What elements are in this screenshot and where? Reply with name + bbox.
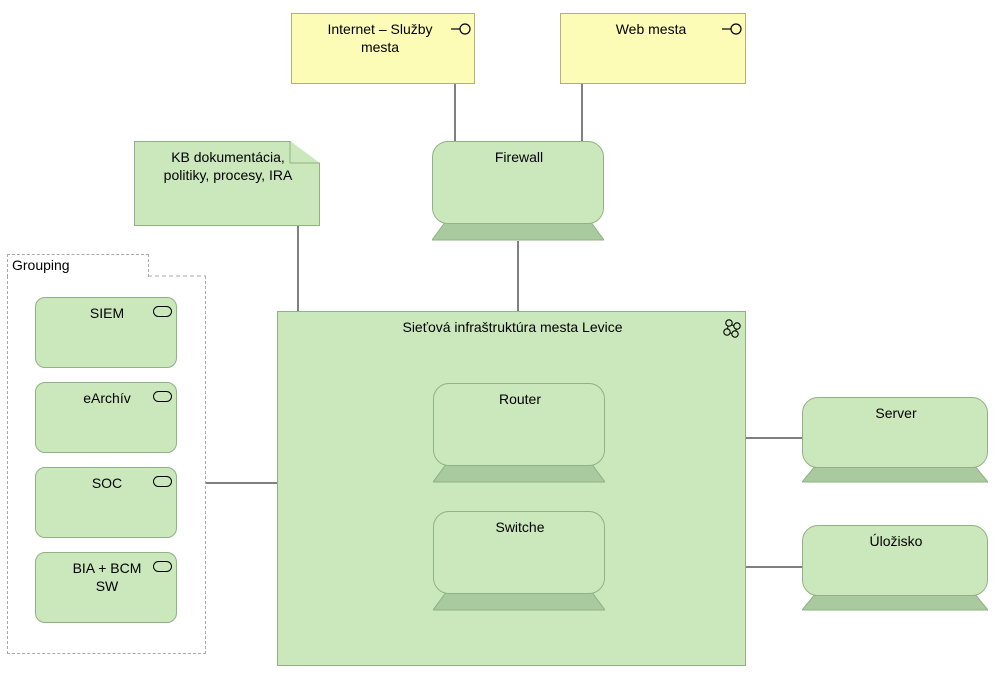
- network-infrastructure[interactable]: Sieťová infraštruktúra mesta Levice Rout…: [277, 311, 746, 666]
- device-server[interactable]: Server: [802, 397, 988, 483]
- service-soc[interactable]: SOC: [35, 467, 177, 538]
- device-switche-label: Switche: [495, 519, 545, 535]
- device-base: [433, 463, 605, 483]
- service-earchiv-label: eArchív: [83, 390, 131, 406]
- group-tab: Grouping: [7, 254, 149, 277]
- service-siem-label: SIEM: [89, 305, 125, 321]
- service-soc-label: SOC: [91, 475, 123, 491]
- device-firewall[interactable]: Firewall: [432, 141, 604, 241]
- application-service-icon: [153, 306, 172, 317]
- interface-icon: [451, 23, 471, 35]
- network-title: Sieťová infraštruktúra mesta Levice: [402, 319, 623, 335]
- application-service-icon: [153, 561, 172, 572]
- device-base: [433, 591, 605, 611]
- note-kb-documentation[interactable]: KB dokumentácia, politiky, procesy, IRA: [134, 141, 320, 226]
- interface-web-label: Web mesta: [615, 21, 687, 37]
- device-storage-screen: Úložisko: [802, 525, 988, 596]
- device-storage-label: Úložisko: [869, 533, 923, 549]
- application-service-icon: [153, 476, 172, 487]
- device-switche-screen: Switche: [433, 511, 605, 594]
- application-service-icon: [153, 391, 172, 402]
- device-base: [432, 221, 604, 241]
- service-siem[interactable]: SIEM: [35, 297, 177, 368]
- group-title: Grouping: [12, 257, 70, 273]
- device-switche[interactable]: Switche: [433, 511, 605, 611]
- group-container[interactable]: [7, 276, 206, 654]
- device-router[interactable]: Router: [433, 383, 605, 483]
- communication-network-icon: [723, 319, 741, 338]
- device-firewall-screen: Firewall: [432, 141, 604, 224]
- device-base: [802, 593, 988, 611]
- interface-icon: [722, 23, 742, 35]
- device-storage[interactable]: Úložisko: [802, 525, 988, 611]
- device-firewall-label: Firewall: [494, 149, 544, 165]
- device-server-label: Server: [875, 405, 917, 421]
- device-router-label: Router: [498, 391, 542, 407]
- interface-web[interactable]: Web mesta: [560, 13, 746, 84]
- device-server-screen: Server: [802, 397, 988, 468]
- interface-internet[interactable]: Internet – Služby mesta: [291, 13, 475, 84]
- service-bia-bcm[interactable]: BIA + BCM SW: [35, 552, 177, 623]
- note-label: KB dokumentácia, politiky, procesy, IRA: [163, 149, 293, 183]
- interface-internet-label: Internet – Služby mesta: [327, 21, 433, 55]
- device-router-screen: Router: [433, 383, 605, 466]
- device-base: [802, 465, 988, 483]
- service-earchiv[interactable]: eArchív: [35, 382, 177, 453]
- service-bia-bcm-label: BIA + BCM SW: [72, 560, 142, 594]
